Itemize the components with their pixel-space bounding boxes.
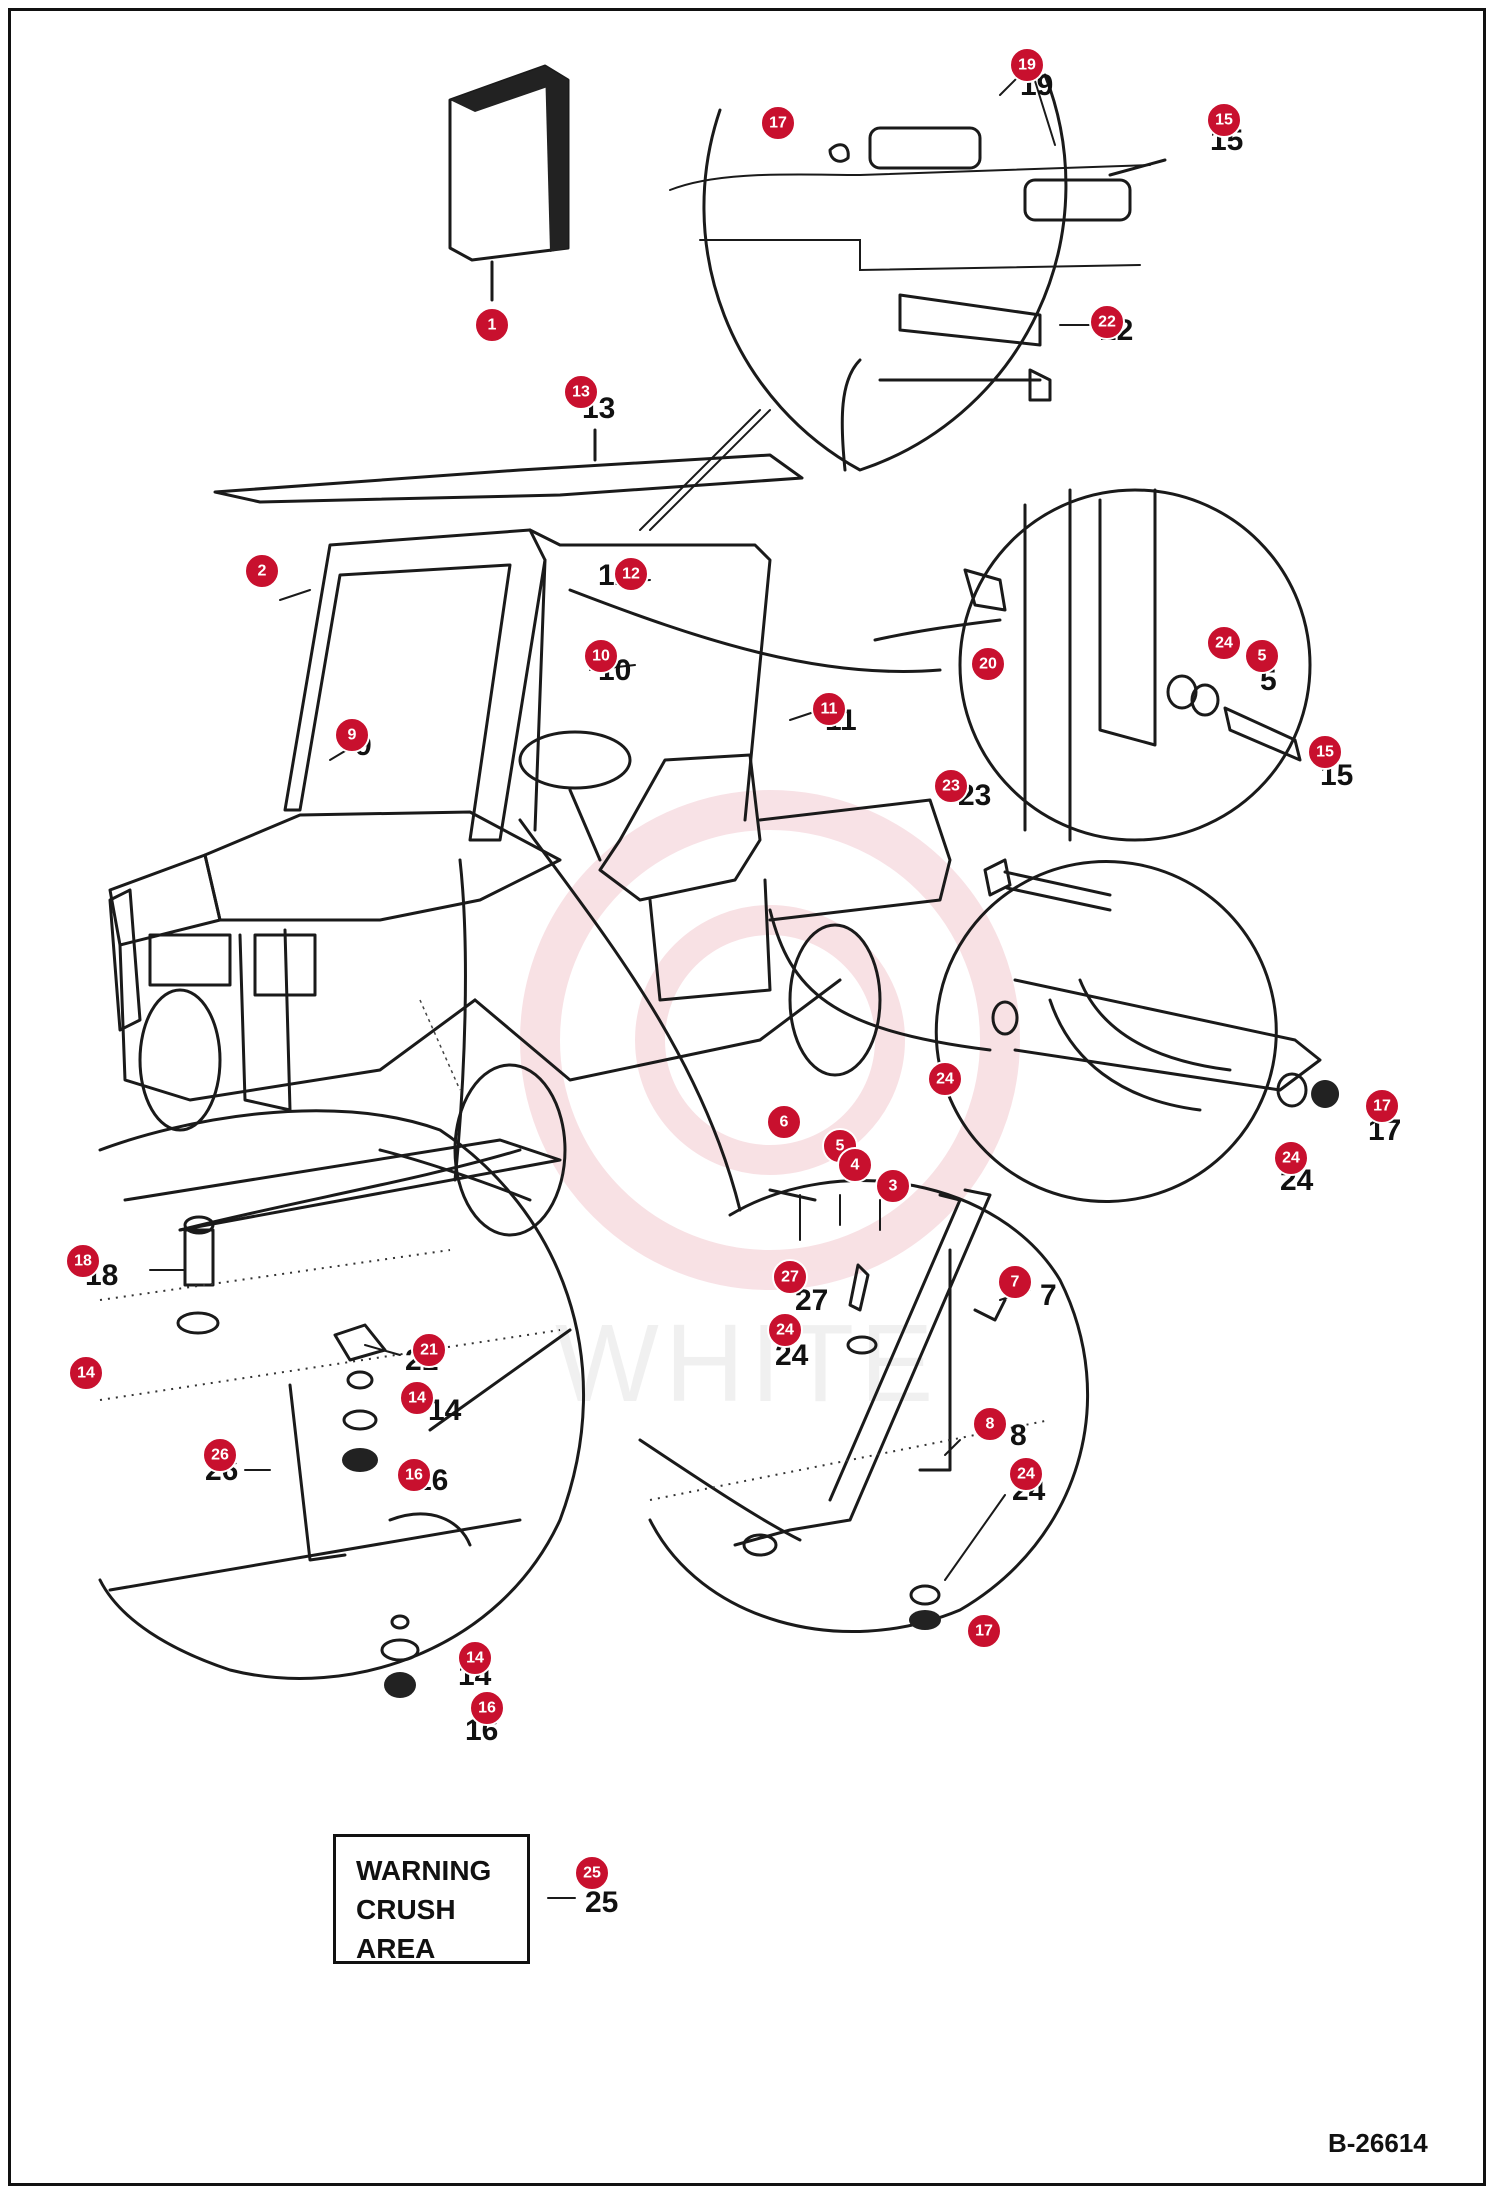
svg-text:20: 20 bbox=[979, 656, 997, 673]
callout-marker[interactable]: 25 bbox=[574, 1855, 610, 1891]
warning-crush-area-decal: WARNING CRUSH AREA bbox=[333, 1834, 530, 1964]
svg-text:17: 17 bbox=[769, 115, 787, 132]
svg-text:12: 12 bbox=[622, 566, 640, 583]
svg-text:9: 9 bbox=[348, 727, 357, 744]
callout-marker[interactable]: 17 bbox=[1364, 1088, 1400, 1124]
svg-text:24: 24 bbox=[776, 1322, 794, 1339]
partnum-label: 7 bbox=[1040, 1279, 1057, 1312]
svg-text:6: 6 bbox=[780, 1114, 789, 1131]
callout-marker[interactable]: 16 bbox=[469, 1690, 505, 1726]
detail-roof-mount bbox=[669, 73, 1167, 472]
callout-marker[interactable]: 24 bbox=[1206, 625, 1242, 661]
svg-text:1: 1 bbox=[488, 317, 497, 334]
callout-marker[interactable]: 17 bbox=[760, 105, 796, 141]
warning-line: WARNING bbox=[356, 1855, 492, 1886]
callout-marker[interactable]: 9 bbox=[334, 717, 370, 753]
bolt-23 bbox=[983, 858, 1112, 912]
callout-marker[interactable]: 15 bbox=[1307, 734, 1343, 770]
utility-vehicle bbox=[108, 528, 952, 1237]
svg-text:22: 22 bbox=[1098, 314, 1116, 331]
svg-text:10: 10 bbox=[592, 648, 610, 665]
callout-marker[interactable]: 7 bbox=[997, 1264, 1033, 1300]
callout-marker[interactable]: 12 bbox=[613, 556, 649, 592]
svg-text:17: 17 bbox=[1373, 1098, 1391, 1115]
svg-text:27: 27 bbox=[781, 1269, 799, 1286]
callout-marker[interactable]: 18 bbox=[65, 1243, 101, 1279]
callout-marker[interactable]: 20 bbox=[970, 646, 1006, 682]
svg-text:3: 3 bbox=[889, 1178, 898, 1195]
svg-text:11: 11 bbox=[821, 701, 838, 718]
svg-text:14: 14 bbox=[77, 1365, 95, 1382]
callout-marker[interactable]: 15 bbox=[1206, 102, 1242, 138]
svg-text:14: 14 bbox=[466, 1650, 484, 1667]
callout-marker[interactable]: 3 bbox=[875, 1168, 911, 1204]
callout-marker[interactable]: 1 bbox=[474, 307, 510, 343]
svg-text:16: 16 bbox=[478, 1700, 496, 1717]
callout-marker[interactable]: 14 bbox=[399, 1380, 435, 1416]
callout-marker[interactable]: 24 bbox=[767, 1312, 803, 1348]
svg-text:23: 23 bbox=[942, 778, 960, 795]
callout-marker[interactable]: 4 bbox=[837, 1147, 873, 1183]
svg-text:8: 8 bbox=[986, 1416, 995, 1433]
callout-marker[interactable]: 13 bbox=[563, 374, 599, 410]
svg-text:5: 5 bbox=[1258, 648, 1267, 665]
callout-marker[interactable]: 24 bbox=[1273, 1140, 1309, 1176]
svg-text:13: 13 bbox=[572, 384, 590, 401]
svg-text:16: 16 bbox=[405, 1467, 423, 1484]
svg-text:14: 14 bbox=[408, 1390, 426, 1407]
callout-marker[interactable]: 5 bbox=[1244, 638, 1280, 674]
callout-marker[interactable]: 2 bbox=[244, 553, 280, 589]
svg-text:17: 17 bbox=[975, 1623, 993, 1640]
warning-line: AREA bbox=[356, 1933, 436, 1964]
svg-text:26: 26 bbox=[211, 1447, 229, 1464]
svg-text:21: 21 bbox=[420, 1342, 438, 1359]
figure-code: B-26614 bbox=[1328, 2128, 1428, 2158]
svg-text:15: 15 bbox=[1316, 744, 1334, 761]
svg-text:24: 24 bbox=[1282, 1150, 1300, 1167]
detail-lower-left bbox=[98, 858, 586, 1698]
svg-text:24: 24 bbox=[1017, 1466, 1035, 1483]
callout-marker[interactable]: 24 bbox=[927, 1061, 963, 1097]
callout-marker[interactable]: 19 bbox=[1009, 47, 1045, 83]
roof-panel-13 bbox=[213, 409, 804, 531]
callout-marker[interactable]: 10 bbox=[583, 638, 619, 674]
detail-latch bbox=[568, 488, 1312, 842]
warning-line: CRUSH bbox=[356, 1894, 456, 1925]
callout-marker[interactable]: 27 bbox=[772, 1259, 808, 1295]
drawing-frame bbox=[8, 8, 1486, 2186]
svg-text:4: 4 bbox=[851, 1157, 860, 1174]
callout-marker[interactable]: 8 bbox=[972, 1406, 1008, 1442]
callout-marker[interactable]: 17 bbox=[966, 1613, 1002, 1649]
svg-text:18: 18 bbox=[74, 1253, 92, 1270]
svg-text:19: 19 bbox=[1018, 57, 1036, 74]
callout-marker[interactable]: 23 bbox=[933, 768, 969, 804]
callout-marker[interactable]: 14 bbox=[68, 1355, 104, 1391]
callout-marker[interactable]: 24 bbox=[1008, 1456, 1044, 1492]
svg-text:25: 25 bbox=[583, 1865, 601, 1882]
svg-text:24: 24 bbox=[1215, 635, 1233, 652]
callout-marker[interactable]: 26 bbox=[202, 1437, 238, 1473]
svg-text:24: 24 bbox=[936, 1071, 954, 1088]
part-box-1 bbox=[448, 64, 570, 302]
callout-marker[interactable]: 22 bbox=[1089, 304, 1125, 340]
detail-bed-hinge bbox=[768, 860, 1340, 1203]
callout-marker[interactable]: 6 bbox=[766, 1104, 802, 1140]
partnum-label: 25 bbox=[585, 1886, 618, 1919]
svg-text:2: 2 bbox=[258, 563, 267, 580]
callout-marker[interactable]: 11 bbox=[811, 691, 847, 727]
partnum-label: 8 bbox=[1010, 1419, 1027, 1452]
svg-text:5: 5 bbox=[836, 1138, 845, 1155]
callout-marker[interactable]: 21 bbox=[411, 1332, 447, 1368]
svg-text:15: 15 bbox=[1215, 112, 1233, 129]
leader-lines bbox=[149, 64, 1091, 1899]
callout-marker[interactable]: 16 bbox=[396, 1457, 432, 1493]
svg-text:7: 7 bbox=[1011, 1274, 1020, 1291]
callout-marker[interactable]: 14 bbox=[457, 1640, 493, 1676]
callouts: 1 19 17 15 22 13 2 12 10 11 9 20 24 5 15… bbox=[65, 47, 1400, 1891]
